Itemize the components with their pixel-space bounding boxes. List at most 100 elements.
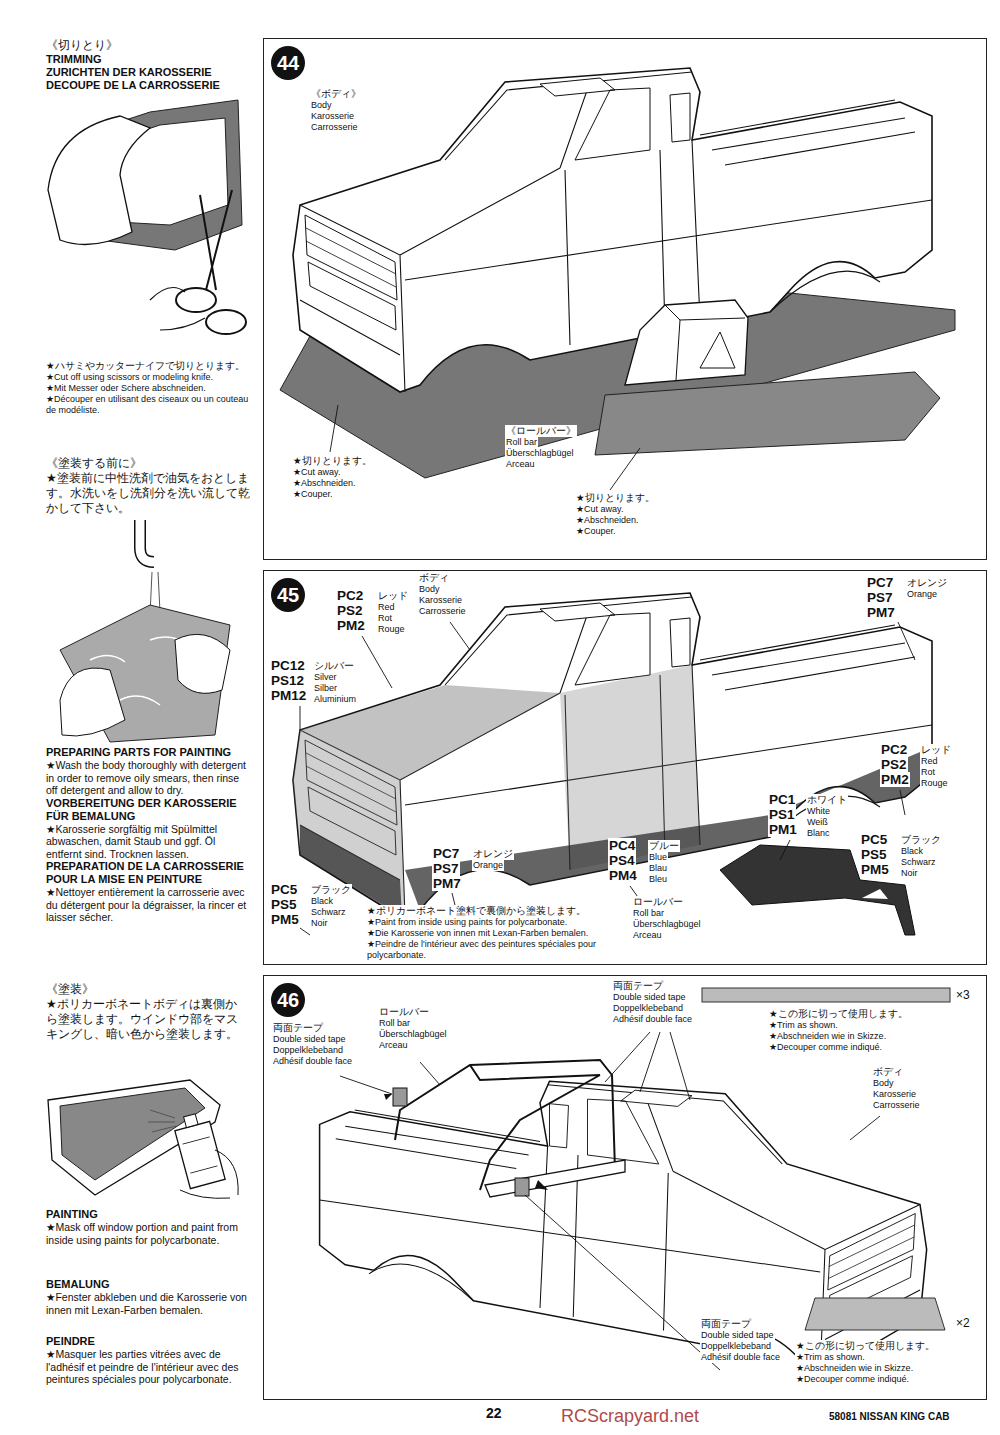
label-text: ×2 <box>955 1316 971 1330</box>
label-text: Adhésif double face <box>700 1352 781 1363</box>
label-text: ブラック <box>310 884 352 896</box>
label-text: ×3 <box>955 988 971 1002</box>
drawing-g <box>172 1111 225 1189</box>
drawing-path <box>340 1032 880 1370</box>
drawing-path <box>140 520 154 562</box>
label-text: ★Wash the body thoroughly with detergent… <box>45 759 250 797</box>
label-text: ★Abschneiden. <box>292 478 357 489</box>
label-text: ★Cut away. <box>575 504 624 515</box>
label-group: ★切りとります。★Cut away.★Abschneiden.★Couper. <box>292 455 402 500</box>
paint-code: PS2 <box>336 603 364 618</box>
label-text: ロールバー <box>378 1006 430 1018</box>
label-text: ★切りとります。 <box>292 455 373 467</box>
drawing-use <box>293 68 932 392</box>
painting-illustration <box>293 593 932 935</box>
label-text: Double sided tape <box>700 1330 775 1341</box>
label-text: Überschlagbügel <box>378 1029 448 1040</box>
label-text: 《ロールバー》 <box>505 425 577 437</box>
drawing-path <box>805 1298 945 1330</box>
label-text: Überschlagbügel <box>632 919 702 930</box>
label-text: ★ポリカーボネート塗料で裏側から塗装します。 <box>366 905 587 917</box>
label-text: ★Abschneiden. <box>575 515 640 526</box>
paint-code: PM5 <box>270 912 300 927</box>
label-group: ブラックBlackSchwarzNoir <box>900 834 960 879</box>
drawing-path <box>595 372 940 455</box>
label-group: ボディBodyKarosserieCarrosserie <box>418 572 488 617</box>
label-text: ★Couper. <box>575 526 617 537</box>
label-text: Noir <box>900 868 919 879</box>
label-text: ★Abschneiden wie in Skizze. <box>795 1363 914 1374</box>
label-text: Orange <box>906 589 938 600</box>
label-text: Carrosserie <box>872 1100 921 1111</box>
label-text: ★Masquer les parties vitrées avec de l'a… <box>45 1348 253 1386</box>
label-group: ★この形に切って使用します。★Trim as shown.★Abschneide… <box>795 1340 945 1385</box>
drawing-path <box>150 288 205 331</box>
label-group: オレンジOrange <box>906 577 966 600</box>
drawing-rect <box>175 1121 225 1188</box>
label-group: RCScrapyard.net <box>560 1406 760 1426</box>
paint-code: PC4 <box>608 838 636 853</box>
label-text: オレンジ <box>906 577 948 589</box>
label-text: Rot <box>377 613 393 624</box>
paint-code: PM7 <box>866 605 896 620</box>
label-text: Roll bar <box>505 437 538 448</box>
drawing-path <box>48 116 150 245</box>
label-group: シルバーSilverSilberAluminium <box>313 660 373 705</box>
label-text: Karosserie <box>872 1089 917 1100</box>
label-text: ブルー <box>648 840 680 852</box>
label-text: Blanc <box>806 828 831 839</box>
label-text: レッド <box>920 744 952 756</box>
label-text: ★Abschneiden wie in Skizze. <box>768 1031 887 1042</box>
watermark: RCScrapyard.net <box>560 1406 700 1426</box>
paint-code: PS5 <box>270 897 298 912</box>
step-panel: 44 <box>263 38 987 560</box>
drawing-path <box>60 605 230 742</box>
label-text: 《ボディ》 <box>310 88 362 100</box>
paint-code: PC2 <box>336 588 364 603</box>
spray-illustration <box>48 1080 238 1198</box>
label-group: ★切りとります。★Cut away.★Abschneiden.★Couper. <box>575 492 685 537</box>
paint-code: PM4 <box>608 868 638 883</box>
label-text: TRIMMING <box>45 53 103 66</box>
drawing-path <box>625 300 748 385</box>
label-text: Doppelklebeband <box>272 1045 344 1056</box>
label-group: 《塗装する前に》★塗装前に中性洗剤で油気をおとします。水洗いをし洗剤分を洗い流し… <box>45 456 253 516</box>
label-text: ブラック <box>900 834 942 846</box>
label-text: Double sided tape <box>612 992 687 1003</box>
drawing-rect <box>184 1114 198 1128</box>
label-text: Body <box>872 1078 895 1089</box>
label-text: Aluminium <box>313 694 357 705</box>
drawing-path <box>485 1160 625 1197</box>
drawing-rect <box>702 988 950 1002</box>
label-text: 《塗装》 <box>45 982 95 997</box>
label-text: ★Trim as shown. <box>768 1020 839 1031</box>
drawing-path <box>330 405 640 490</box>
label-text: Carrosserie <box>310 122 359 133</box>
label-text: ★この形に切って使用します。 <box>795 1340 936 1352</box>
label-text: PREPARING PARTS FOR PAINTING <box>45 746 232 759</box>
label-text: ★Cut off using scissors or modeling knif… <box>45 372 214 383</box>
label-group: レッドRedRotRouge <box>377 590 417 635</box>
drawing-rect <box>393 1088 407 1106</box>
label-text: Roll bar <box>378 1018 411 1029</box>
label-text: Arceau <box>632 930 663 941</box>
drawing-ellipse <box>176 288 216 312</box>
trimming-illustration <box>48 100 246 334</box>
label-text: Orange <box>472 860 504 871</box>
label-group: PC5PS5PM5 <box>270 882 310 927</box>
label-text: VORBEREITUNG DER KAROSSERIE FÜR BEMALUNG <box>45 797 250 823</box>
paint-code: PC7 <box>866 575 894 590</box>
label-text: Adhésif double face <box>612 1014 693 1025</box>
label-text: 《塗装する前に》 <box>45 456 143 471</box>
label-group: PC4PS4PM4 <box>608 838 648 883</box>
label-text: オレンジ <box>472 848 514 860</box>
label-text: Doppelklebeband <box>700 1341 772 1352</box>
label-text: Double sided tape <box>272 1034 347 1045</box>
label-text: ★Cut away. <box>292 467 341 478</box>
drawing-path <box>183 1137 218 1173</box>
label-text: ★切りとります。 <box>575 492 656 504</box>
label-text: ★Trim as shown. <box>795 1352 866 1363</box>
paint-code: PM7 <box>432 876 462 891</box>
drawing-path <box>384 1094 548 1190</box>
label-text: Weiß <box>806 817 829 828</box>
